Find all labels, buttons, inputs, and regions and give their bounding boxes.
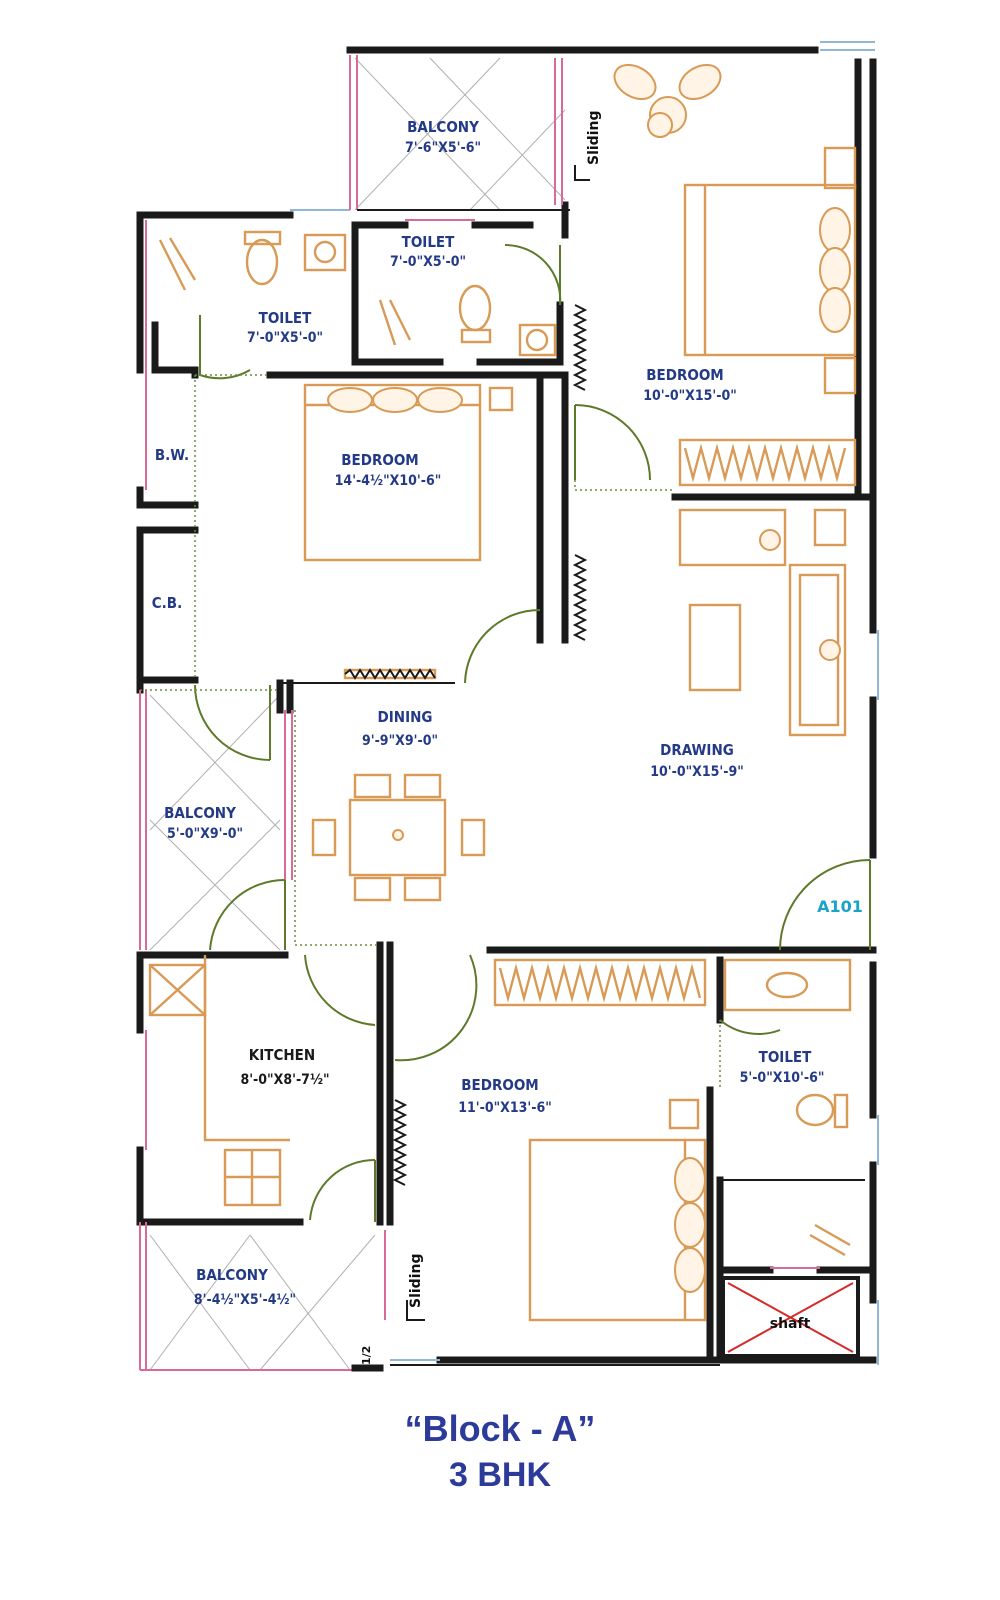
- toilet-bottom-name: TOILET: [759, 1048, 813, 1066]
- bed-left: [303, 383, 514, 562]
- toilet-bottom-dim: 5'-0"X10'-6": [740, 1070, 825, 1086]
- balcony-top-name: BALCONY: [407, 118, 479, 136]
- dining-dim: 9'-9"X9'-0": [362, 733, 438, 749]
- kitchen-name: KITCHEN: [249, 1046, 315, 1064]
- toilet-left-dim: 7'-0"X5'-0": [247, 330, 323, 346]
- balcony-top-tiles: [354, 57, 566, 211]
- sliding-top-label: Sliding: [586, 111, 602, 166]
- bed-right: [683, 146, 857, 395]
- sofa-set: [678, 508, 847, 737]
- room-labels: BALCONY 7'-6"X5'-6" TOILET 7'-0"X5'-0" T…: [164, 118, 824, 1308]
- balcony-bottom-dim: 8'-4½"X5'-4½": [194, 1292, 296, 1308]
- balcony-bottom-tiles: [149, 1234, 376, 1371]
- balcony-bottom-name: BALCONY: [196, 1266, 268, 1284]
- toilet-left-name: TOILET: [259, 309, 313, 327]
- unit-label: A101: [817, 897, 863, 916]
- bed-bottom: [528, 1098, 707, 1322]
- caption-subtitle: 3 BHK: [448, 1456, 552, 1494]
- sliding-rails: [392, 304, 588, 1186]
- openings: [140, 374, 721, 1090]
- doors: [194, 243, 871, 1222]
- sliding-bottom-label: Sliding: [408, 1254, 424, 1309]
- half-label: 1/2: [360, 1346, 373, 1365]
- toilet-top-name: TOILET: [402, 233, 456, 251]
- bedroom-left-dim: 14'-4½"X10'-6": [335, 473, 442, 489]
- balcony-mid-name: BALCONY: [164, 804, 236, 822]
- drawing-name: DRAWING: [660, 741, 734, 759]
- shaft-label: shaft: [770, 1316, 811, 1332]
- shower-symbols: [158, 237, 851, 1257]
- bedroom-bottom-name: BEDROOM: [461, 1076, 538, 1094]
- bw-label: B.W.: [155, 446, 189, 464]
- drawing-dim: 10'-0"X15'-9": [650, 764, 744, 780]
- bedroom-right-dim: 10'-0"X15'-0": [643, 388, 737, 404]
- balcony-mid-tiles: [149, 694, 281, 951]
- misc-labels: B.W. C.B. Sliding Sliding shaft A101 1/2: [152, 111, 863, 1366]
- cb-label: C.B.: [152, 594, 182, 612]
- bedroom-left-name: BEDROOM: [341, 451, 418, 469]
- wardrobe-right: [678, 438, 857, 487]
- dining-table: [311, 773, 486, 902]
- wardrobe-left: [343, 668, 437, 680]
- kitchen-counter: [148, 955, 290, 1207]
- dining-name: DINING: [378, 708, 433, 726]
- bedroom-bottom-dim: 11'-0"X13'-6": [458, 1100, 552, 1116]
- toilet-fixtures: [243, 230, 852, 1129]
- shaft: [721, 1276, 860, 1358]
- chandelier-decor: [613, 63, 722, 138]
- bedroom-right-name: BEDROOM: [646, 366, 723, 384]
- wardrobe-bottom: [493, 958, 707, 1007]
- kitchen-dim: 8'-0"X8'-7½": [240, 1072, 329, 1088]
- toilet-top-dim: 7'-0"X5'-0": [390, 254, 466, 270]
- walls: [136, 41, 879, 1372]
- balcony-mid-dim: 5'-0"X9'-0": [167, 826, 243, 842]
- caption-title: “Block - A”: [404, 1408, 596, 1449]
- balcony-top-dim: 7'-6"X5'-6": [405, 140, 481, 156]
